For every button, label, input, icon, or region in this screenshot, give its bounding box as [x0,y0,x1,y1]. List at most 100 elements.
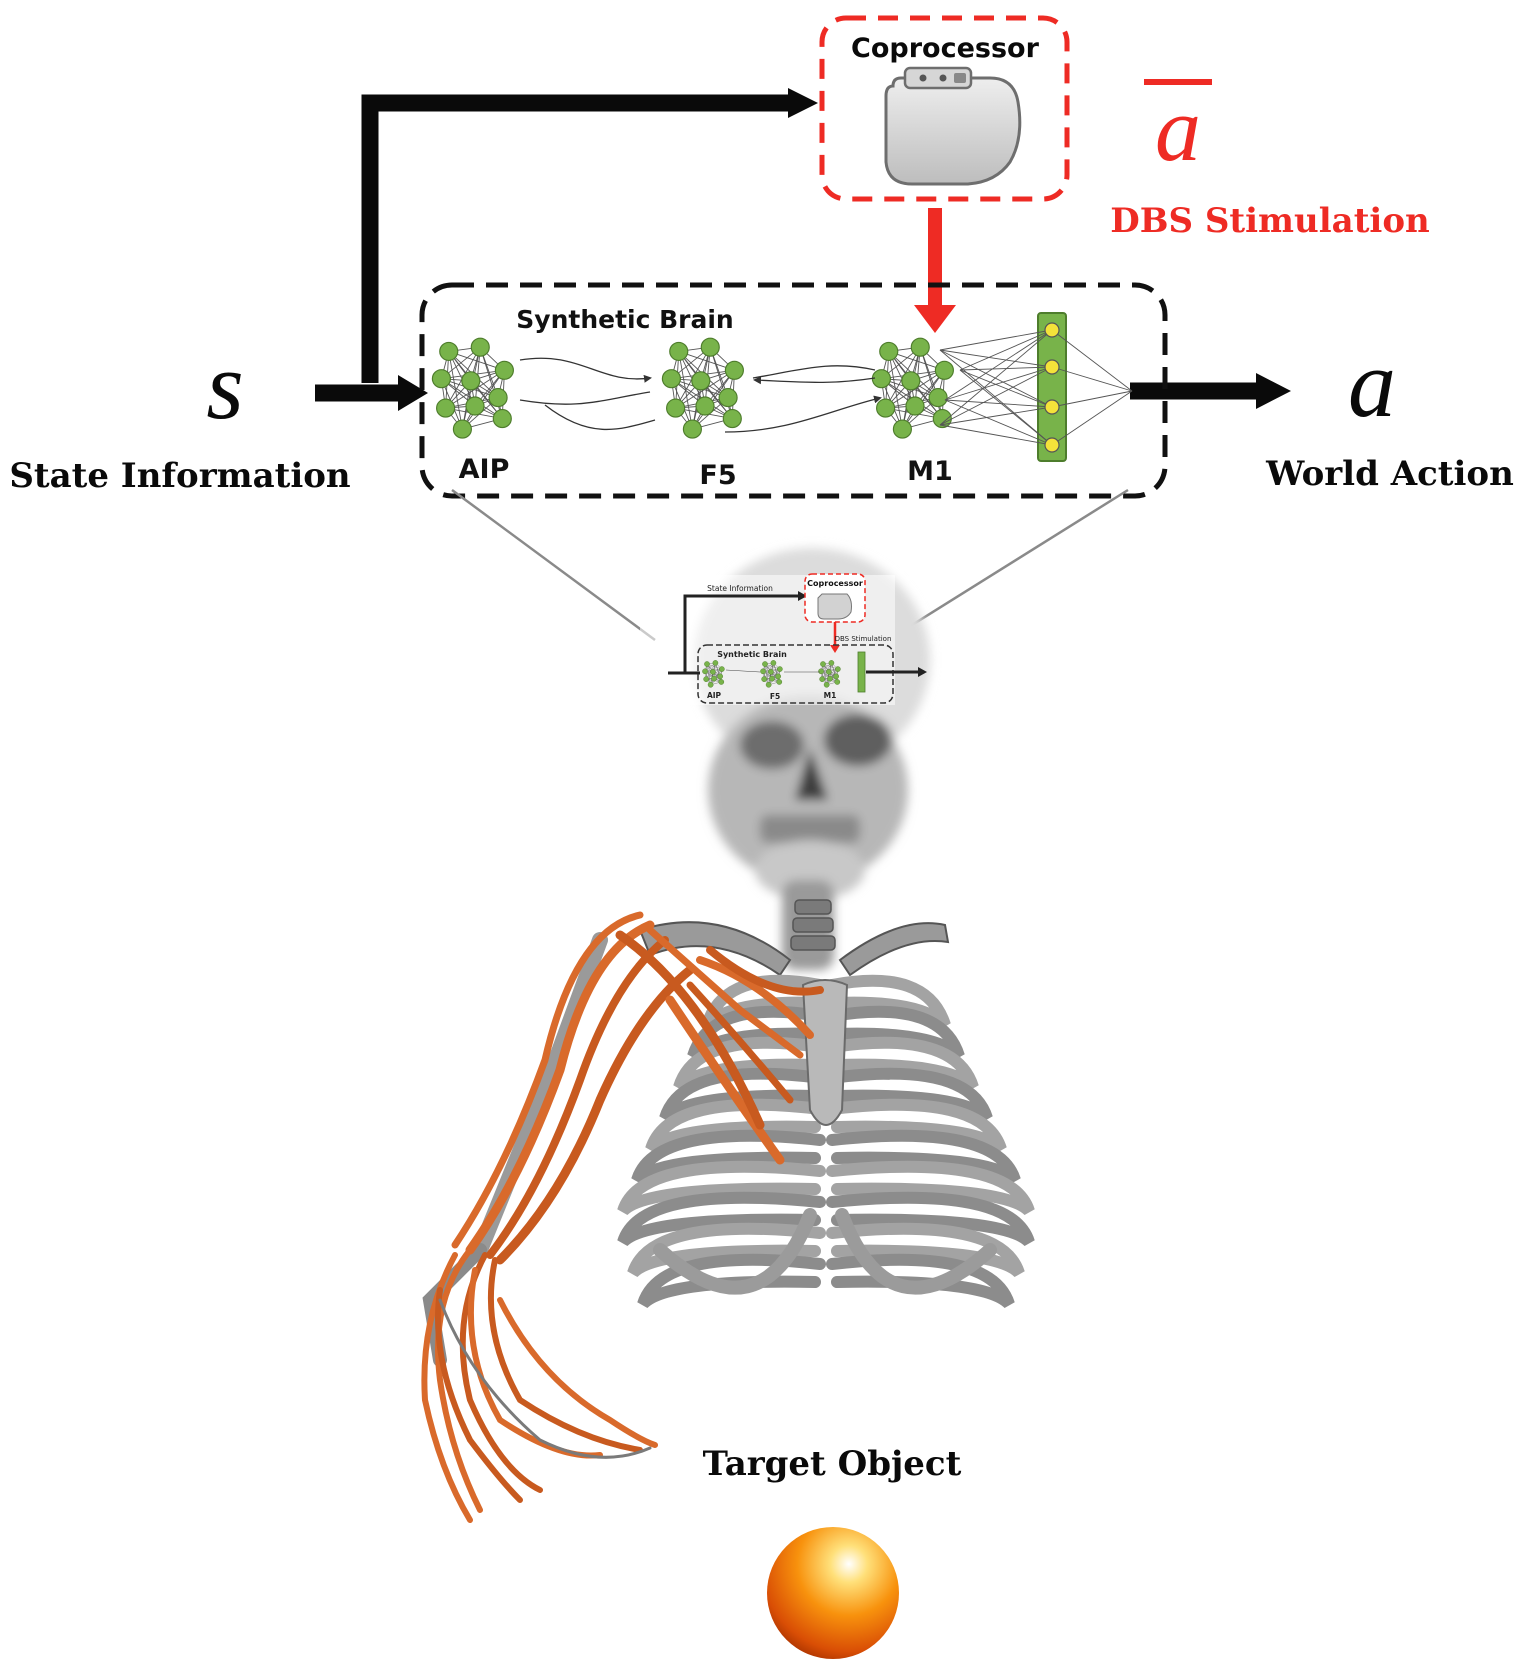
network-node [703,676,709,682]
network-node [452,419,472,439]
network-node [722,409,742,429]
network-node [691,371,711,391]
rib [826,1129,1021,1185]
network-node [901,371,921,391]
muscle-strand [451,911,644,1249]
neural-network-icon [871,337,954,439]
network-node [718,388,738,408]
world-action-label: World Action [1265,454,1514,494]
muscle-strand [497,1297,658,1448]
network-node [711,675,717,682]
output-layer [939,312,1133,462]
network-node [661,369,681,389]
dbs-stimulation-label: DBS Stimulation [1110,201,1429,241]
output-node [1044,322,1060,338]
network-node [833,673,839,680]
network-node [717,673,723,680]
inset-state-label: State Information [707,584,773,593]
network-node [492,409,512,429]
rib [826,1191,1035,1247]
network-node [718,679,725,685]
network-node [761,676,767,682]
sphere-icon [767,1527,899,1659]
network-node [712,660,719,666]
network-node [682,419,702,439]
network-node [827,675,833,682]
network-node [818,668,824,675]
rib [687,1005,826,1061]
output-node [1044,359,1060,375]
synthetic-brain-box [419,282,1168,499]
network-node [470,337,490,357]
muscle-strand [686,981,794,1104]
neural-network-icon [431,337,514,439]
network-node [704,661,710,667]
muscle-strand [435,1247,483,1513]
network-node [835,666,841,672]
network-node [465,396,485,416]
network-node [910,337,930,357]
network-node [461,371,481,391]
network-node [768,669,774,675]
output-node [1044,437,1060,453]
inset-coprocessor-title: Coprocessor [807,579,863,588]
network-node [760,668,766,675]
state-to-coprocessor-arrow [361,88,818,383]
rib [826,1005,965,1061]
network-node [819,676,825,682]
network-node [762,661,768,667]
world-action-arrow [1130,373,1291,409]
muscle-strand [495,965,695,1265]
coprocessor-title: Coprocessor [851,33,1040,64]
zoom-line-left [451,488,656,642]
network-node [776,679,783,685]
muscle-strand [486,936,669,1259]
muscle-strand [465,920,655,1255]
network-node [879,341,899,361]
muscle-strand [696,956,814,1039]
inset-dbs-label: DBS Stimulation [835,635,892,643]
region-label-aip: AIP [459,454,510,485]
muscle-strand [487,1257,643,1453]
inset-region-f5: F5 [770,692,780,701]
inset-region-m1: M1 [824,691,837,700]
network-node [892,419,912,439]
network-node [820,661,826,667]
inset-diagram: State Information Coprocessor DBS Stimul… [640,573,927,705]
state-input-arrow [315,375,428,411]
network-node [928,388,948,408]
network-node [439,341,459,361]
muscle-strand [646,926,804,1059]
network-node [695,396,715,416]
pacemaker-icon [884,66,1022,186]
action-symbol: a [1348,330,1396,437]
muscle-strand [665,995,785,1165]
muscle-strand [435,1287,523,1503]
state-symbol: s [206,332,243,439]
inset-region-aip: AIP [707,691,722,700]
network-node [828,660,835,666]
network-node [932,409,952,429]
coprocessor-box [819,15,1070,202]
network-node [494,360,514,380]
network-node [934,360,954,380]
rib [617,1191,826,1247]
network-node [876,398,896,418]
network-node [770,660,777,666]
network-node [775,673,781,680]
target-object-label: Target Object [703,1444,962,1484]
network-node [765,681,772,688]
network-node [719,666,725,672]
rib [617,1160,826,1216]
network-node [488,388,508,408]
network-node [702,668,708,675]
coprocessor-symbol: a [1155,78,1201,180]
network-node [669,341,689,361]
rib [631,1129,826,1185]
network-node [905,396,925,416]
network-node [707,681,714,688]
network-node [710,669,716,675]
rib [826,1067,993,1123]
